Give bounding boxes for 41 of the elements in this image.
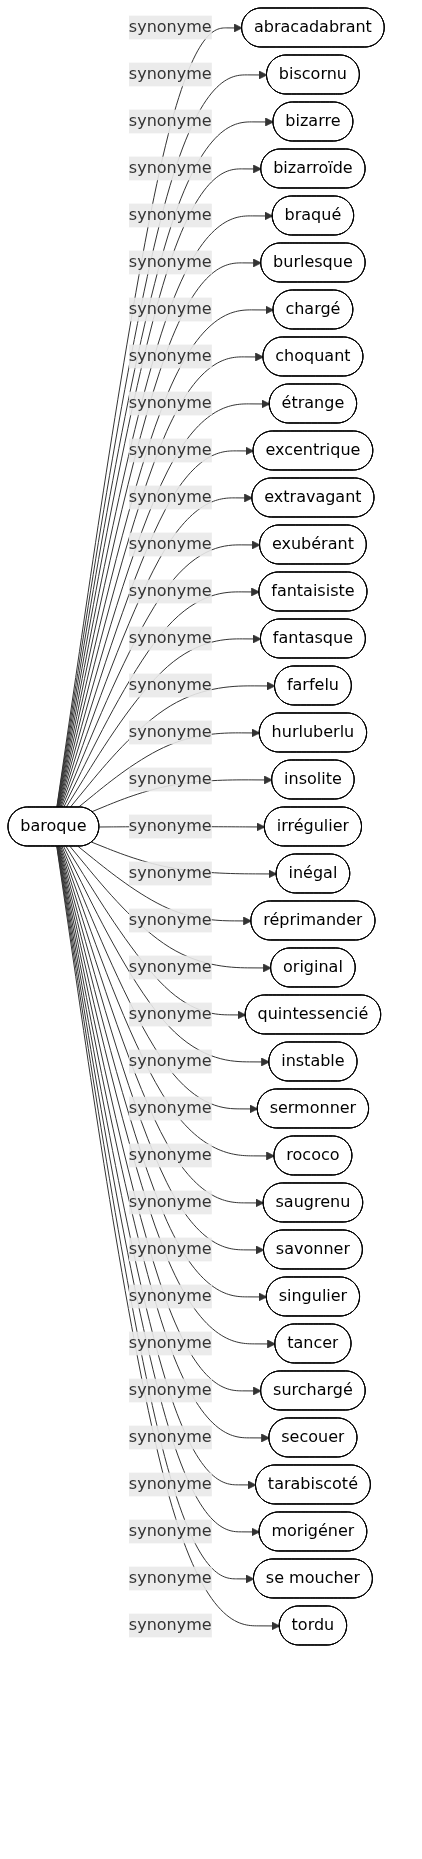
arrow [77, 846, 252, 926]
edge-label: synonyme [128, 1004, 212, 1024]
edge-label: synonyme [128, 1333, 212, 1353]
edge-label: synonyme [128, 1192, 212, 1212]
edge-label: synonyme [128, 440, 212, 460]
arrow [65, 846, 247, 1020]
edge-label: synonyme [128, 111, 212, 131]
edge-label: synonyme [128, 534, 212, 554]
edge-label: synonyme [128, 769, 212, 789]
edge-label: synonyme [128, 581, 212, 601]
edge-label: synonyme [128, 1145, 212, 1165]
edge-label: synonyme [128, 1474, 212, 1494]
edge-label: synonyme [128, 628, 212, 648]
edge-label: synonyme [128, 252, 212, 272]
edge-label: synonyme [128, 675, 212, 695]
edge-label: synonyme [128, 1615, 212, 1635]
arrow [77, 728, 261, 808]
edge-label: synonyme [128, 1380, 212, 1400]
arrow [69, 846, 272, 973]
edge-label: synonyme [128, 816, 212, 836]
edge-label: synonyme [128, 957, 212, 977]
arrow [63, 846, 270, 1067]
edge-label: synonyme [128, 1098, 212, 1118]
edge-label: synonyme [128, 64, 212, 84]
edge-label: synonyme [128, 17, 212, 37]
edge-label: synonyme [128, 1286, 212, 1306]
edge-label: synonyme [128, 722, 212, 742]
edge-label: synonyme [128, 393, 212, 413]
edge-label: synonyme [128, 158, 212, 178]
edge-label: synonyme [128, 1521, 212, 1541]
edge-label: synonyme [128, 487, 212, 507]
edge-label: synonyme [128, 1051, 212, 1071]
edge-label: synonyme [128, 1239, 212, 1259]
edge-label: synonyme [128, 910, 212, 930]
edge-label: synonyme [128, 346, 212, 366]
edge-label: synonyme [128, 205, 212, 225]
edge-label: synonyme [128, 1568, 212, 1588]
edge-label: synonyme [128, 299, 212, 319]
arrow [65, 634, 262, 808]
edge-label: synonyme [128, 1427, 212, 1447]
edge-label: synonyme [128, 863, 212, 883]
